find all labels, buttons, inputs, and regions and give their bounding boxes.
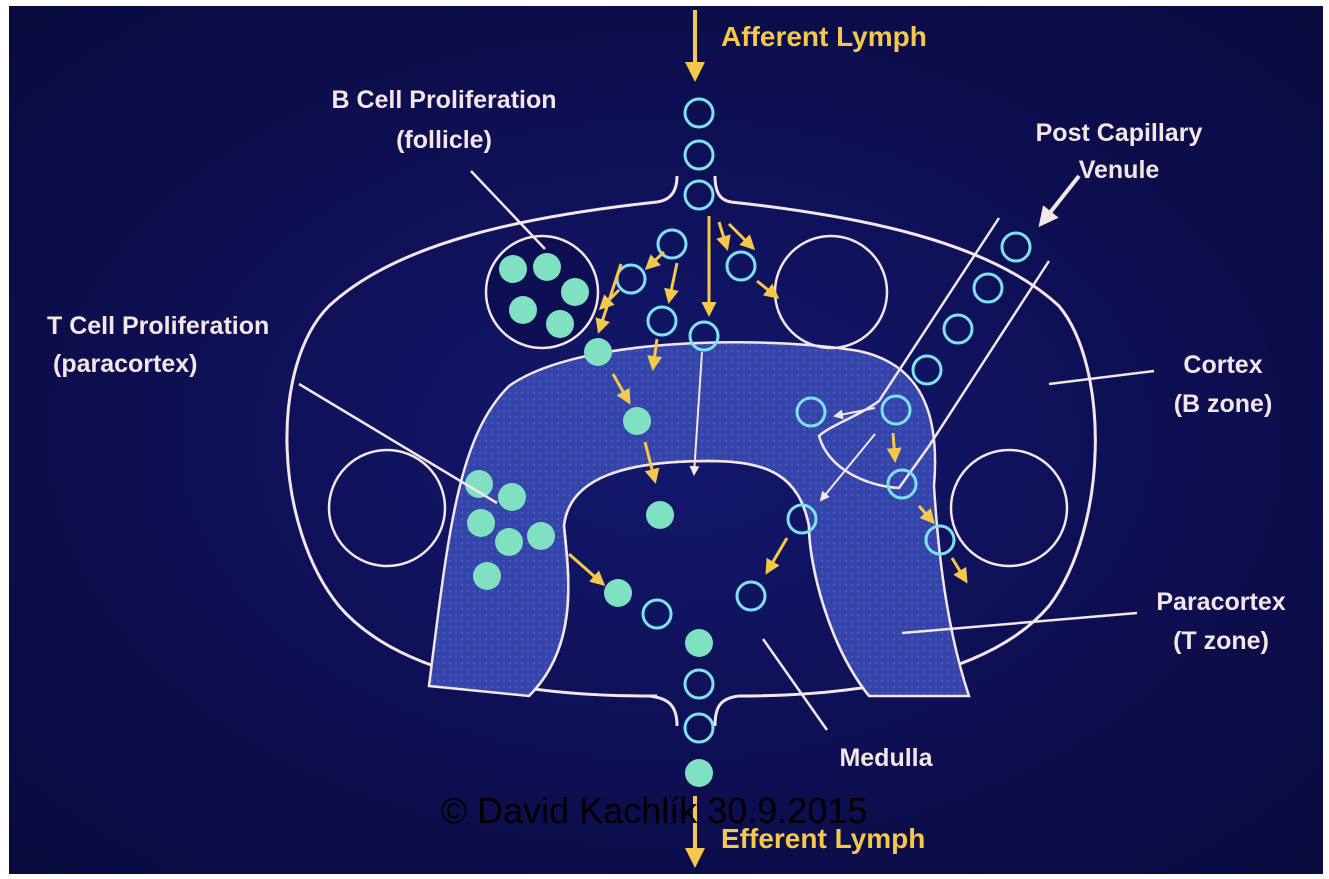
- follicle-top-right: [775, 236, 887, 348]
- venule-label-line2: Venule: [1079, 156, 1160, 184]
- medulla-label: Medulla: [839, 744, 933, 772]
- venule-label-line1: Post Capillary: [1036, 119, 1203, 147]
- diagram-frame: Afferent Lymph Efferent Lymph B Cell Pro…: [9, 6, 1323, 874]
- follicle-left: [329, 450, 445, 566]
- lymph-node-diagram: Afferent Lymph Efferent Lymph B Cell Pro…: [9, 6, 1323, 874]
- follicle-right: [951, 450, 1067, 566]
- paracortex-label-line1: Paracortex: [1156, 588, 1285, 616]
- cortex-label-line1: Cortex: [1183, 351, 1262, 379]
- paracortex-label-line2: (T zone): [1173, 627, 1269, 655]
- t-cell-label-line2: (paracortex): [53, 350, 198, 378]
- afferent-cells: [617, 99, 755, 350]
- afferent-label: Afferent Lymph: [721, 21, 927, 52]
- cortex-label-line2: (B zone): [1174, 390, 1273, 418]
- copyright-watermark: © David Kachlík 30.9.2015: [441, 790, 868, 831]
- b-cell-label-line1: B Cell Proliferation: [331, 86, 556, 114]
- venule-pointer-arrow: [1041, 176, 1079, 224]
- efferent-cells: [685, 629, 713, 787]
- t-cell-label-line1: T Cell Proliferation: [47, 312, 269, 340]
- b-cell-label-line2: (follicle): [396, 126, 492, 154]
